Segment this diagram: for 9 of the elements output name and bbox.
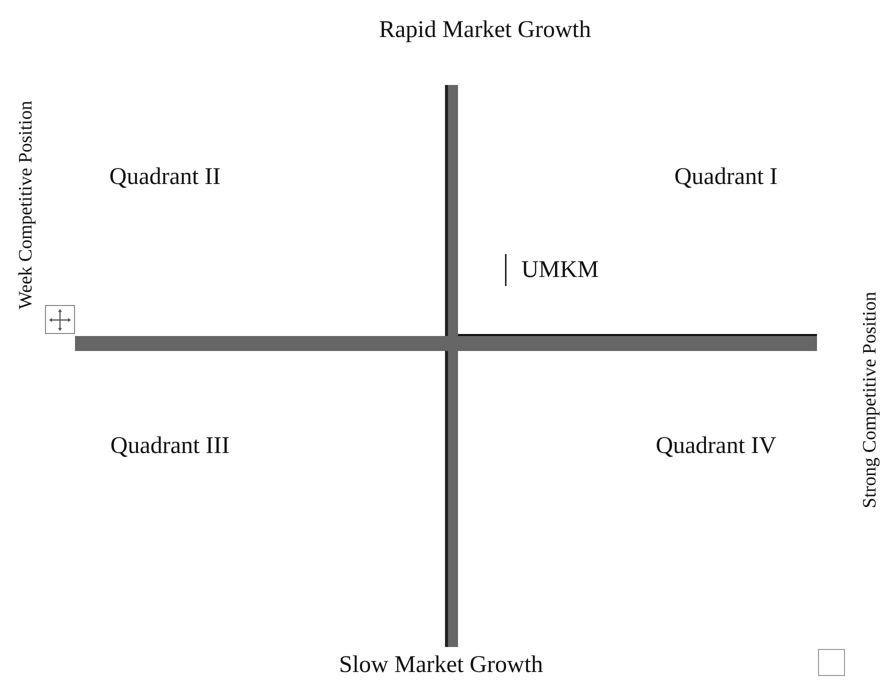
- axis-label: Slow Market Growth: [339, 653, 543, 677]
- quadrant-label: Quadrant IV: [656, 434, 776, 458]
- axis-label: Rapid Market Growth: [379, 18, 591, 42]
- axis-label: Strong Competitive Position: [860, 292, 880, 508]
- axis-label: Week Competitive Position: [16, 100, 36, 310]
- position-label: UMKM: [521, 258, 599, 282]
- quadrant-label: Quadrant I: [674, 165, 778, 189]
- quadrant-label: Quadrant III: [110, 434, 230, 458]
- quadrant-label: Quadrant II: [109, 165, 221, 189]
